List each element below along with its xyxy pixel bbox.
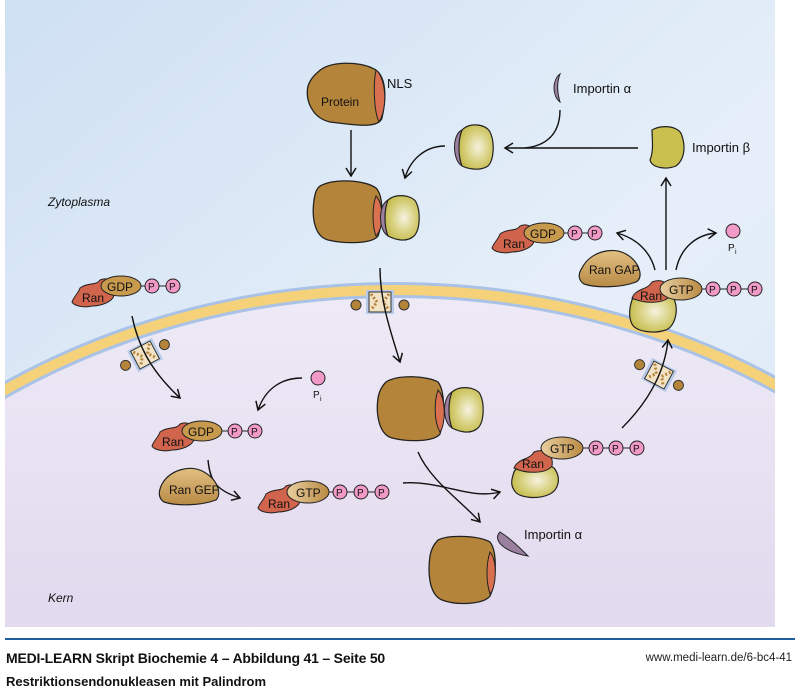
ran-gtp-nucleus: Ran GTP P P P bbox=[257, 480, 390, 514]
released-cargo-protein bbox=[428, 535, 496, 605]
phosphate-label: P bbox=[251, 427, 258, 438]
label-nucleus: Kern bbox=[48, 591, 74, 605]
ran-label: Ran bbox=[162, 435, 184, 449]
pi-subscript: i bbox=[735, 249, 737, 256]
footer-title: MEDI-LEARN Skript Biochemie 4 – Abbildun… bbox=[6, 650, 386, 666]
importin-beta-free bbox=[649, 126, 685, 169]
nuclear-import-diagram: Zytoplasma Kern Protein NLS Importin α I… bbox=[5, 0, 775, 627]
importin-beta-label: Importin β bbox=[692, 140, 750, 155]
arrow-importin-alpha-join bbox=[524, 109, 561, 149]
importin-alpha-released bbox=[497, 531, 530, 557]
ran-label: Ran bbox=[268, 497, 290, 511]
phosphate-label: P bbox=[169, 282, 176, 293]
ran-gdp-cytoplasm-right: Ran GDP P P bbox=[491, 222, 603, 254]
phosphate-label: P bbox=[633, 444, 640, 455]
footer-divider bbox=[5, 638, 795, 640]
phosphate-label: P bbox=[357, 488, 364, 499]
nuclear-envelope-lumen bbox=[5, 285, 775, 397]
arrow-to-phosphate bbox=[675, 228, 718, 271]
arrow-complex-dissociation bbox=[417, 451, 481, 524]
gdp-label: GDP bbox=[107, 280, 133, 294]
phosphate-label: P bbox=[592, 444, 599, 455]
nls-label: NLS bbox=[387, 76, 413, 91]
import-complex-cytoplasm bbox=[312, 180, 420, 244]
ran-gdp-nucleus: Ran GDP P P bbox=[151, 420, 263, 452]
phosphate-label: P bbox=[591, 229, 598, 240]
import-complex-nucleus bbox=[376, 376, 484, 442]
label-cytoplasm: Zytoplasma bbox=[47, 195, 110, 209]
ran-gef-enzyme: Ran GEF bbox=[158, 467, 220, 506]
arrow-to-ran-gdp bbox=[615, 229, 656, 271]
arrow-ran-gtp-export bbox=[621, 338, 673, 429]
gdp-label: GDP bbox=[530, 227, 556, 241]
arrow-phosphate-binding bbox=[255, 377, 303, 412]
arrow-complex-to-cargo bbox=[401, 145, 446, 180]
phosphate-label: P bbox=[336, 488, 343, 499]
ran-label: Ran bbox=[522, 457, 544, 471]
phosphate-label: P bbox=[751, 285, 758, 296]
ran-label: Ran bbox=[640, 289, 662, 303]
phosphate-label: P bbox=[378, 488, 385, 499]
phosphate-label: P bbox=[231, 427, 238, 438]
ran-gdp-cytoplasm-left: Ran GDP P P bbox=[71, 275, 181, 308]
pi-label: P bbox=[313, 390, 320, 401]
gtp-label: GTP bbox=[296, 486, 321, 500]
nucleus-region bbox=[5, 290, 775, 627]
footer-subtitle: Restriktionsendonukleasen mit Palindrom bbox=[6, 674, 267, 689]
phosphate-label: P bbox=[612, 444, 619, 455]
phosphate-label: P bbox=[730, 285, 737, 296]
footer-url[interactable]: www.medi-learn.de/6-bc4-41 bbox=[645, 652, 792, 664]
ran-label: Ran bbox=[82, 291, 104, 305]
phosphate-label: P bbox=[571, 229, 578, 240]
ran-gtp-importin-beta-cytoplasm: Ran GTP P P P bbox=[629, 277, 763, 333]
ran-gap-enzyme: Ran GAP bbox=[578, 249, 641, 288]
pi-subscript: i bbox=[320, 396, 322, 403]
ran-gef-label: Ran GEF bbox=[169, 483, 219, 497]
importin-alpha-beta-complex bbox=[454, 124, 494, 170]
gtp-label: GTP bbox=[550, 442, 575, 456]
pi-label: P bbox=[728, 243, 735, 254]
gdp-label: GDP bbox=[188, 425, 214, 439]
phosphate-label: P bbox=[709, 285, 716, 296]
importin-alpha-free bbox=[553, 72, 562, 104]
arrow-ran-gtp-binding bbox=[402, 482, 502, 500]
phosphate-label: P bbox=[148, 282, 155, 293]
gtp-label: GTP bbox=[669, 283, 694, 297]
arrow-complex-import bbox=[379, 267, 404, 364]
importin-alpha-label: Importin α bbox=[573, 81, 632, 96]
importin-alpha-released-label: Importin α bbox=[524, 527, 583, 542]
ran-gap-label: Ran GAP bbox=[589, 263, 640, 277]
ran-label: Ran bbox=[503, 237, 525, 251]
cargo-protein-top: Protein bbox=[306, 62, 386, 126]
protein-label: Protein bbox=[321, 95, 359, 109]
ran-gtp-importin-beta-nucleus: Ran GTP P P P bbox=[511, 436, 645, 499]
arrow-ran-gdp-import bbox=[131, 315, 182, 399]
free-phosphate-nucleus bbox=[310, 370, 326, 386]
free-phosphate-cytoplasm bbox=[725, 223, 741, 239]
